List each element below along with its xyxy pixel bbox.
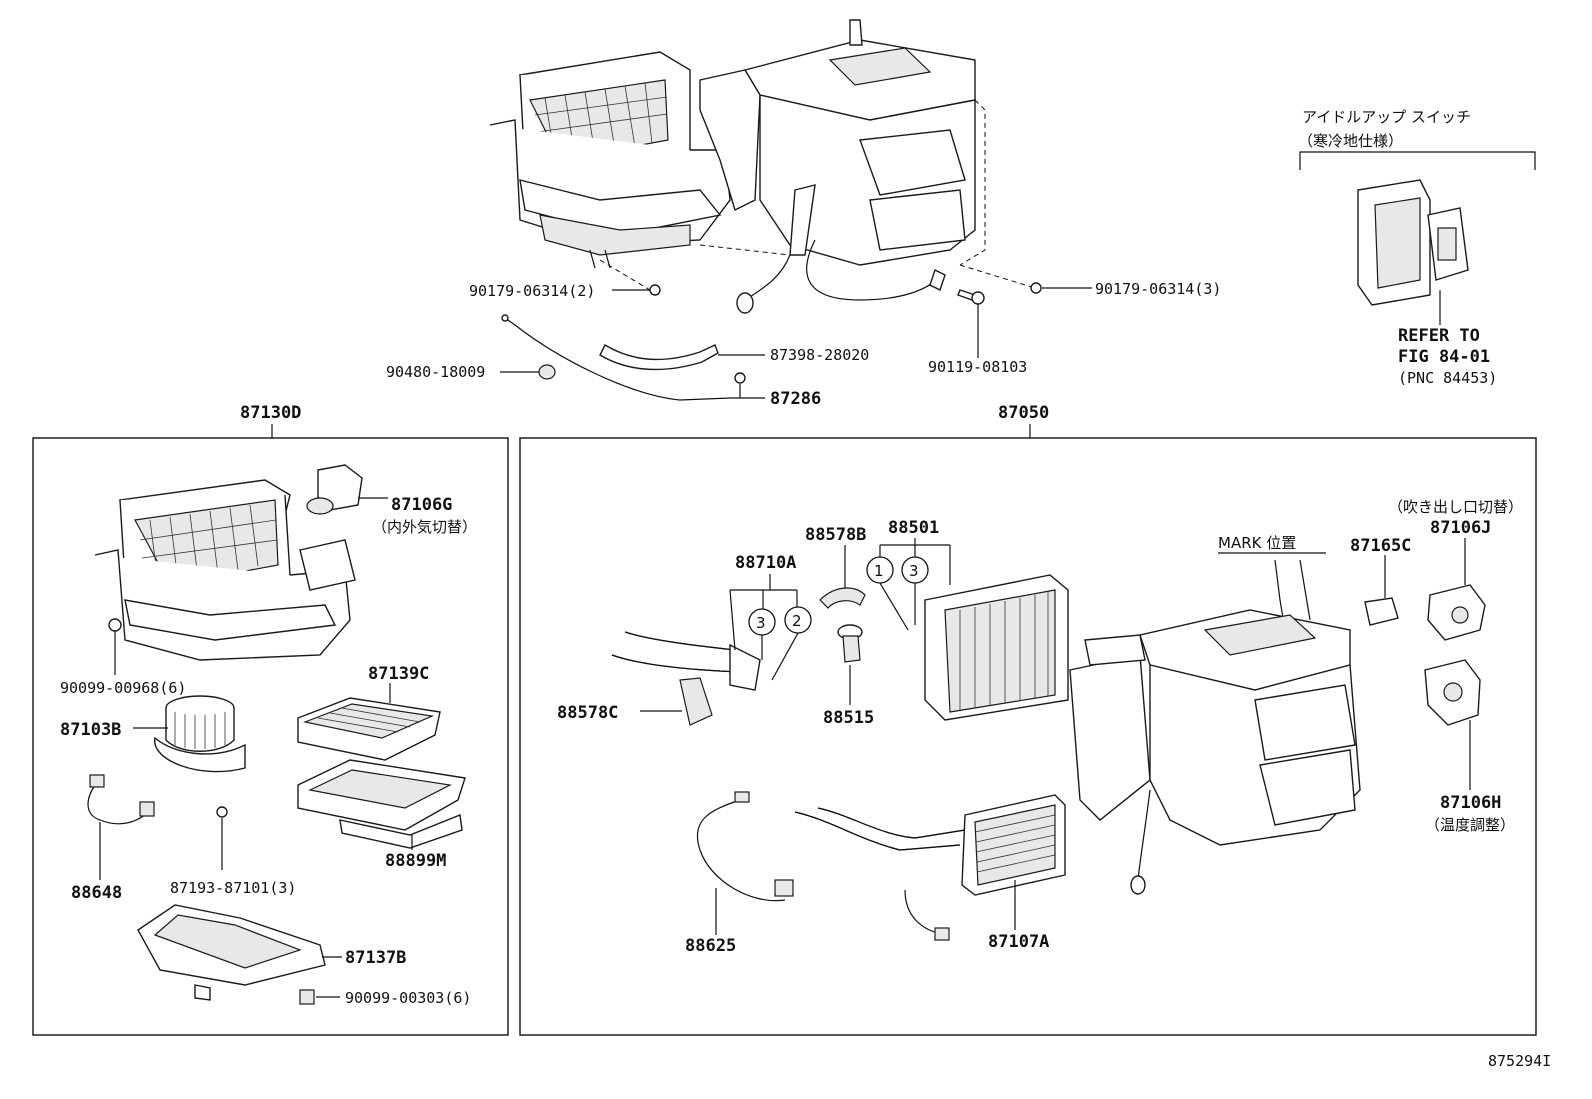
box-87130D bbox=[32, 437, 509, 1036]
label-90179-06314-3: 90179-06314(3) bbox=[1095, 280, 1221, 298]
label-88625: 88625 bbox=[685, 936, 736, 956]
top-callouts: 90179-06314(2) 90179-06314(3) 90119-0810… bbox=[386, 280, 1221, 409]
label-88648: 88648 bbox=[71, 883, 122, 903]
label-87103B: 87103B bbox=[60, 720, 121, 740]
label-90119-08103: 90119-08103 bbox=[928, 358, 1027, 376]
label-87106G: 87106G bbox=[391, 495, 452, 515]
label-90099-00303: 90099-00303(6) bbox=[345, 989, 471, 1007]
label-88578B: 88578B bbox=[805, 525, 866, 545]
right-box-parts: 88710A 3 2 88578C 88578B 88515 88501 1 bbox=[557, 498, 1523, 956]
label-90480-18009: 90480-18009 bbox=[386, 363, 485, 381]
label-87107A: 87107A bbox=[988, 932, 1049, 952]
label-87106J: 87106J bbox=[1430, 518, 1491, 538]
refer-pnc-label: (PNC 84453) bbox=[1398, 369, 1497, 387]
label-87193-87101: 87193-87101(3) bbox=[170, 879, 296, 897]
label-87050: 87050 bbox=[998, 403, 1049, 423]
label-87398-28020: 87398-28020 bbox=[770, 346, 869, 364]
label-87165C: 87165C bbox=[1350, 536, 1411, 556]
label-90179-06314-2: 90179-06314(2) bbox=[469, 282, 595, 300]
label-87106J-note: （吹き出し口切替） bbox=[1388, 498, 1523, 516]
label-87137B: 87137B bbox=[345, 948, 406, 968]
refer-to-label: REFER TO bbox=[1398, 326, 1480, 346]
label-88515: 88515 bbox=[823, 708, 874, 728]
circle-ref-3a-text: 3 bbox=[756, 614, 766, 632]
label-90099-00968: 90099-00968(6) bbox=[60, 679, 186, 697]
label-88501: 88501 bbox=[888, 518, 939, 538]
figure-id: 875294I bbox=[1488, 1052, 1551, 1070]
refer-fig-label: FIG 84-01 bbox=[1398, 347, 1490, 367]
label-87130D: 87130D bbox=[240, 403, 301, 423]
label-87106H-note: （温度調整） bbox=[1425, 816, 1515, 834]
label-mark-position: MARK 位置 bbox=[1218, 534, 1296, 552]
top-heater-unit-assembly bbox=[489, 19, 1036, 314]
left-box-parts: 87106G （内外気切替） 90099-00968(6) 87139C 871… bbox=[60, 464, 477, 1007]
label-87106H: 87106H bbox=[1440, 793, 1501, 813]
idle-up-switch-title: アイドルアップ スイッチ bbox=[1302, 108, 1471, 126]
label-87106G-note: （内外気切替） bbox=[372, 518, 477, 536]
label-87139C: 87139C bbox=[368, 664, 429, 684]
circle-ref-3b-text: 3 bbox=[909, 562, 919, 580]
idle-up-switch-note: （寒冷地仕様） bbox=[1298, 132, 1403, 150]
label-88710A: 88710A bbox=[735, 553, 796, 573]
circle-ref-1-text: 1 bbox=[874, 562, 884, 580]
box-87050 bbox=[519, 437, 1537, 1036]
label-88899M: 88899M bbox=[385, 851, 446, 871]
idle-up-switch-group: アイドルアップ スイッチ （寒冷地仕様） REFER TO FIG 84-01 … bbox=[1298, 108, 1536, 387]
circle-ref-2-text: 2 bbox=[792, 612, 802, 630]
label-87286: 87286 bbox=[770, 389, 821, 409]
label-88578C: 88578C bbox=[557, 703, 618, 723]
